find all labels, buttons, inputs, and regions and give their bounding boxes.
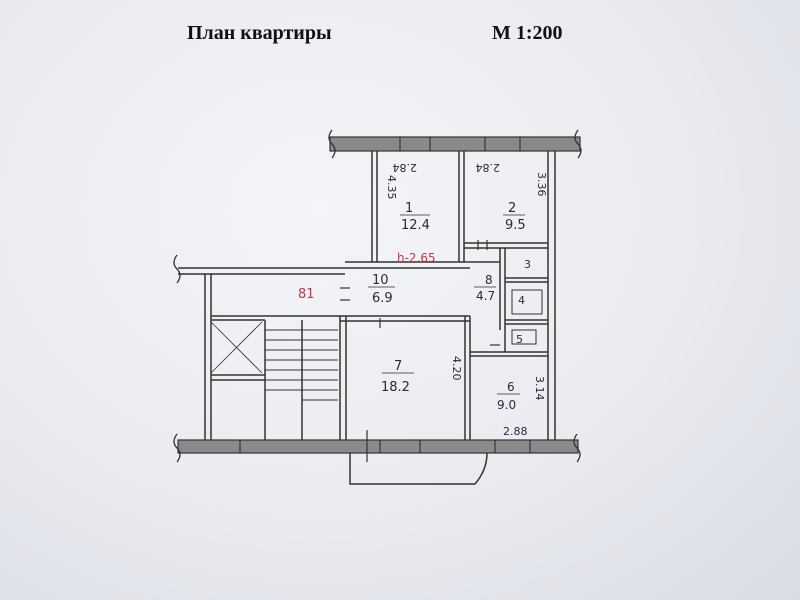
ceiling-height: h-2.65 bbox=[397, 251, 436, 265]
room-5-number: 5 bbox=[516, 333, 523, 346]
room-6-area: 9.0 bbox=[497, 398, 516, 412]
room-1-number: 1 bbox=[405, 201, 413, 216]
room-6-number: 6 bbox=[507, 380, 515, 394]
window-marks bbox=[239, 137, 531, 453]
dim-top-right: 2.84 bbox=[476, 161, 501, 174]
plan-title: План квартиры bbox=[187, 22, 332, 44]
break-lines bbox=[173, 129, 582, 463]
room-6-dim: 3.14 bbox=[533, 376, 546, 401]
room-8-area: 4.7 bbox=[476, 289, 495, 303]
room-7-area: 18.2 bbox=[381, 380, 410, 395]
exterior-walls bbox=[177, 136, 581, 454]
apartment-number: 81 bbox=[298, 287, 315, 302]
room-10-number: 10 bbox=[372, 273, 389, 288]
plan-header: План квартиры М 1:200 bbox=[0, 18, 800, 58]
room-4-number: 4 bbox=[518, 294, 525, 307]
bathtub-fixture bbox=[511, 289, 543, 315]
room-2-area: 9.5 bbox=[505, 218, 526, 233]
sink-fixture bbox=[511, 329, 537, 345]
plan-scale: М 1:200 bbox=[492, 22, 563, 44]
top-exterior-wall bbox=[329, 136, 581, 152]
interior-walls bbox=[178, 151, 556, 440]
room-2-number: 2 bbox=[508, 201, 516, 216]
room-10-area: 6.9 bbox=[372, 291, 393, 306]
room-3-number: 3 bbox=[524, 258, 531, 271]
stair-treads bbox=[210, 321, 338, 401]
room-8-number: 8 bbox=[485, 273, 493, 287]
room-1-area: 12.4 bbox=[401, 218, 430, 233]
balcony bbox=[349, 452, 488, 485]
door-marks bbox=[340, 240, 500, 346]
room-2-dim: 3.36 bbox=[535, 172, 548, 197]
bottom-exterior-wall bbox=[177, 439, 579, 454]
dim-bottom-right: 2.88 bbox=[503, 425, 528, 438]
room-7-number: 7 bbox=[394, 359, 402, 374]
room-1-dim: 4.35 bbox=[385, 175, 398, 200]
dim-top-left: 2.84 bbox=[393, 161, 418, 174]
room-7-dim: 4.20 bbox=[450, 356, 463, 381]
